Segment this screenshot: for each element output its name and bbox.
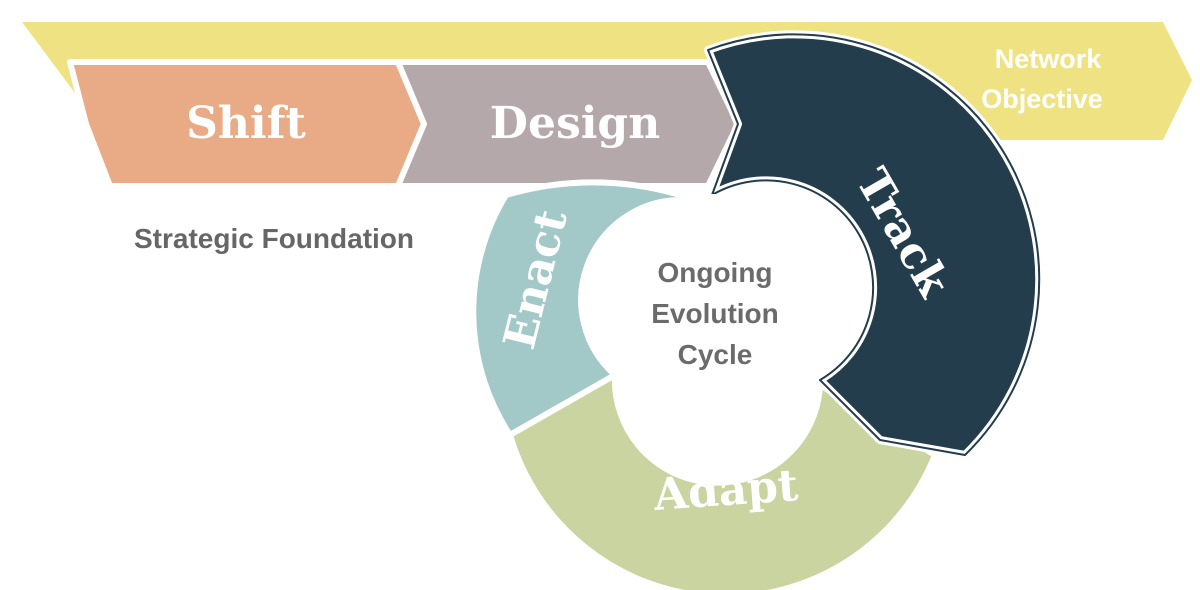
objective-line-1: Network: [995, 44, 1103, 74]
design-label: Design: [490, 98, 660, 149]
design-chevron: [395, 59, 741, 189]
center-line-2: Evolution: [651, 298, 779, 329]
shift-label: Shift: [186, 98, 306, 149]
enact-segment: [470, 179, 683, 438]
adapt-label: Adapt: [651, 460, 800, 521]
strategic-foundation-caption: Strategic Foundation: [134, 223, 414, 254]
center-line-1: Ongoing: [657, 257, 772, 288]
adapt-segment: [507, 372, 938, 590]
center-circle: [597, 194, 833, 430]
track-segment-outline: [707, 33, 1041, 456]
center-line-3: Cycle: [678, 339, 753, 370]
objective-line-2: Objective: [981, 84, 1103, 114]
